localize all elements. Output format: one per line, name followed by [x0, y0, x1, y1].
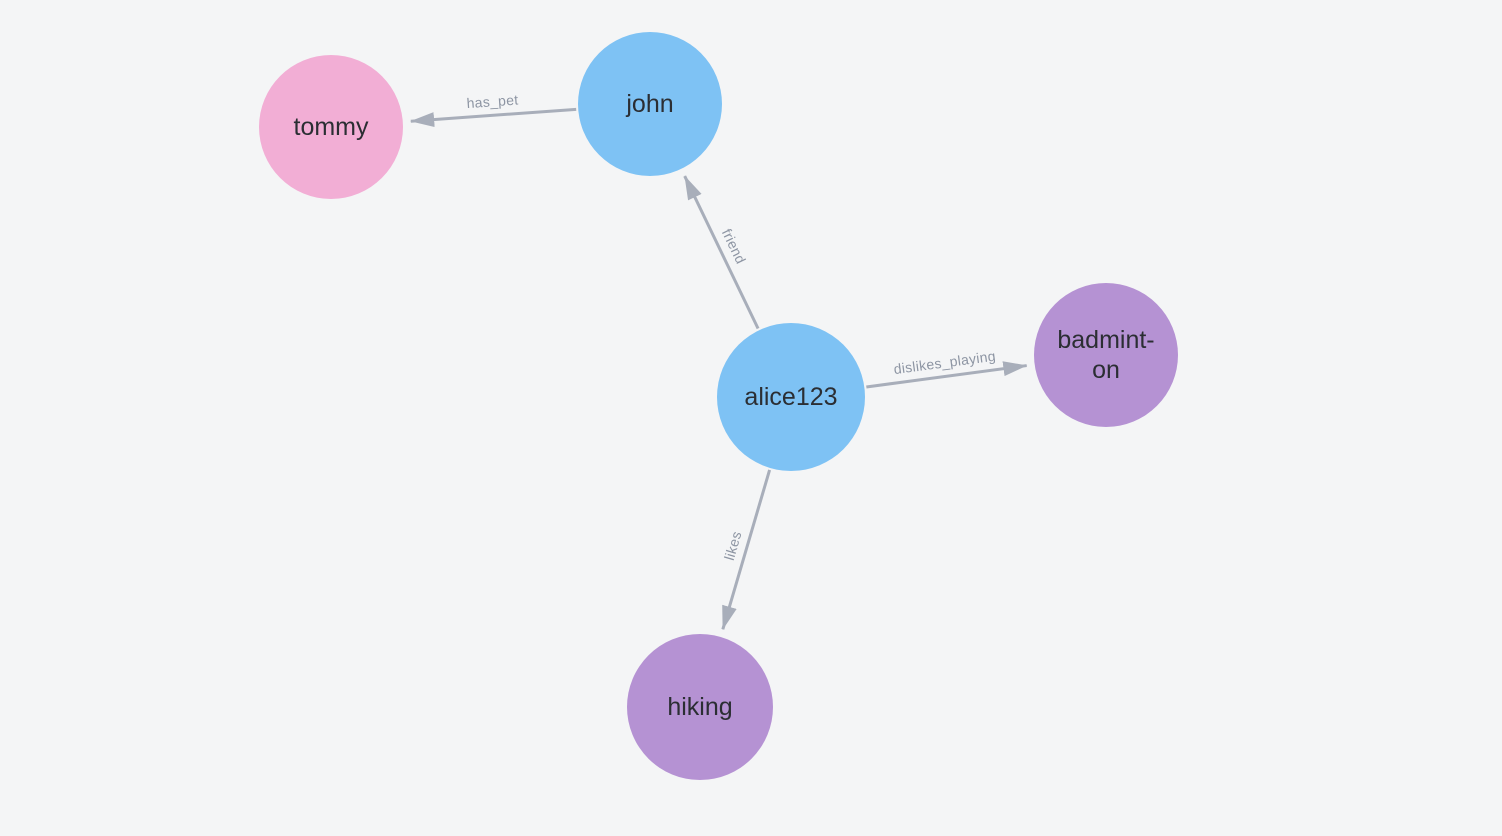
edge-line-friend[interactable] — [683, 175, 760, 330]
edge-label-likes[interactable]: likes — [721, 529, 745, 562]
graph-node-badminton[interactable]: badmint-on — [1034, 283, 1178, 427]
node-label-alice123[interactable]: alice123 — [744, 383, 837, 411]
node-label-tommy[interactable]: tommy — [294, 113, 370, 141]
node-label-badminton[interactable]: badmint-on — [1057, 326, 1154, 384]
graph-edge-dislikes_playing[interactable]: dislikes_playing — [866, 348, 1028, 389]
graph-node-john[interactable]: john — [578, 32, 722, 176]
edge-line-likes[interactable] — [721, 469, 772, 630]
node-label-hiking[interactable]: hiking — [667, 693, 732, 721]
graph-edge-friend[interactable]: friend — [683, 175, 760, 330]
node-label-john[interactable]: john — [625, 90, 673, 118]
node-circle-alice123[interactable] — [717, 323, 865, 471]
node-circle-tommy[interactable] — [259, 55, 403, 199]
graph-edge-likes[interactable]: likes — [721, 469, 772, 630]
edge-line-has_pet[interactable] — [410, 107, 577, 128]
node-circle-john[interactable] — [578, 32, 722, 176]
edge-label-has_pet[interactable]: has_pet — [466, 91, 519, 111]
graph-node-tommy[interactable]: tommy — [259, 55, 403, 199]
edge-line-dislikes_playing[interactable] — [866, 361, 1028, 389]
node-circle-badminton[interactable] — [1034, 283, 1178, 427]
edge-label-friend[interactable]: friend — [719, 226, 749, 266]
graph-edge-has_pet[interactable]: has_pet — [410, 91, 577, 128]
graph-node-hiking[interactable]: hiking — [627, 634, 773, 780]
graph-node-alice123[interactable]: alice123 — [717, 323, 865, 471]
node-circle-hiking[interactable] — [627, 634, 773, 780]
